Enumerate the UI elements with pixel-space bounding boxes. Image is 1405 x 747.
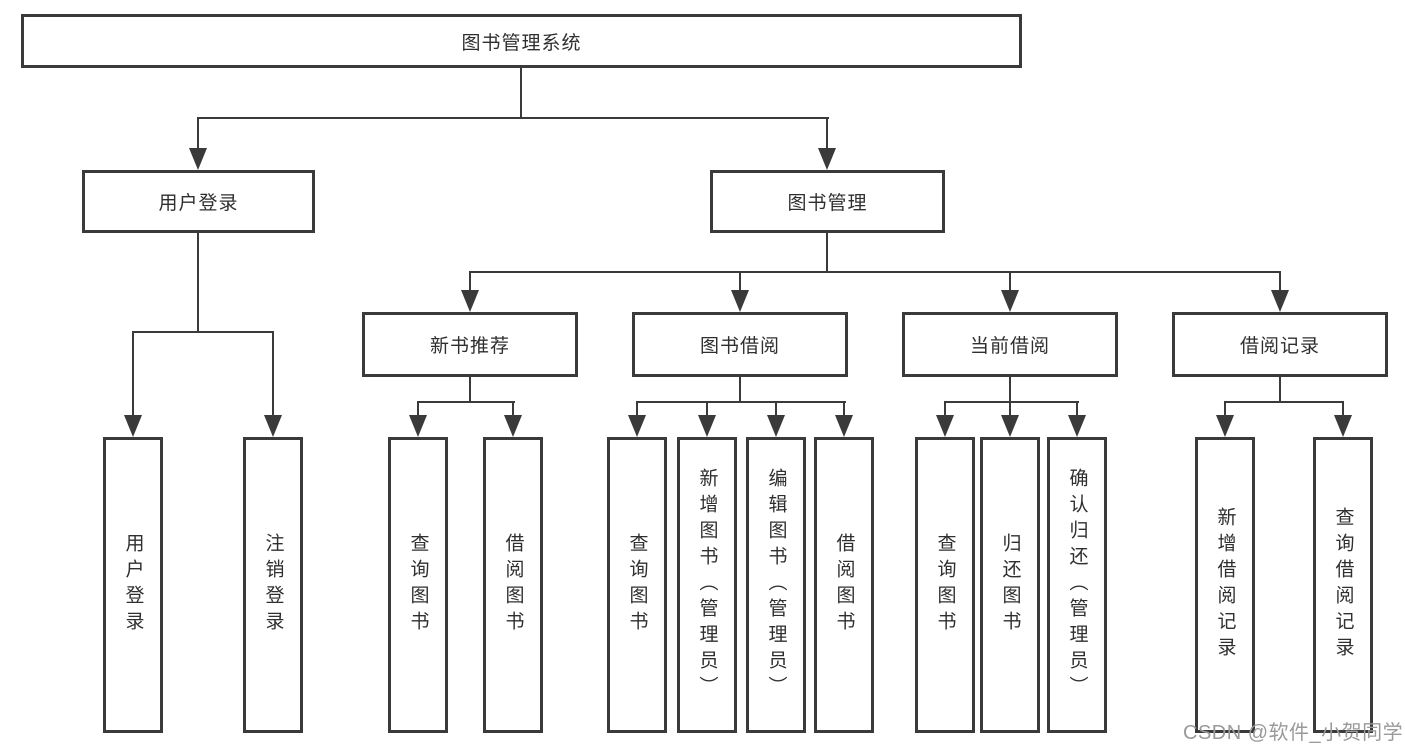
leaf-label: 确认归还（管理员） [1066, 468, 1088, 702]
connector-line [1224, 401, 1344, 403]
node-current-borrow: 当前借阅 [902, 312, 1118, 377]
arrow-down-icon [628, 415, 646, 437]
leaf-label: 编辑图书（管理员） [765, 468, 787, 702]
leaf-label: 查询图书 [407, 533, 429, 637]
leaf-label: 借阅图书 [833, 533, 855, 637]
connector-line [132, 331, 274, 333]
arrow-down-icon [1271, 290, 1289, 312]
connector-line [944, 401, 1079, 403]
connector-line [843, 401, 845, 417]
leaf-label: 查询借阅记录 [1332, 507, 1354, 663]
connector-line [132, 331, 134, 417]
leaf-label: 新增借阅记录 [1214, 507, 1236, 663]
leaf-borrow-books-recommend: 借阅图书 [483, 437, 543, 733]
node-label: 新书推荐 [429, 336, 510, 357]
connector-line [1076, 401, 1078, 417]
connector-line [1009, 401, 1011, 417]
connector-line [197, 117, 829, 119]
arrow-down-icon [461, 290, 479, 312]
connector-line [739, 377, 741, 403]
arrow-down-icon [767, 415, 785, 437]
leaf-user-login: 用户登录 [103, 437, 163, 733]
csdn-watermark: CSDN @软件_小贺同学 [1183, 722, 1404, 744]
connector-line [272, 331, 274, 417]
node-library-system-root: 图书管理系统 [21, 14, 1022, 68]
leaf-label: 归还图书 [999, 533, 1021, 637]
connector-line [1279, 271, 1281, 292]
leaf-label: 注销登录 [262, 533, 284, 637]
connector-line [512, 401, 514, 417]
leaf-query-books-recommend: 查询图书 [388, 437, 448, 733]
connector-line [469, 271, 471, 292]
leaf-query-books-borrow: 查询图书 [607, 437, 667, 733]
leaf-borrow-books: 借阅图书 [814, 437, 874, 733]
leaf-add-borrow-record: 新增借阅记录 [1195, 437, 1255, 733]
leaf-confirm-return-admin: 确认归还（管理员） [1047, 437, 1107, 733]
connector-line [706, 401, 708, 417]
node-label: 图书借阅 [699, 336, 780, 357]
connector-line [944, 401, 946, 417]
leaf-label: 新增图书（管理员） [696, 468, 718, 702]
connector-line [1342, 401, 1344, 417]
arrow-down-icon [409, 415, 427, 437]
leaf-label: 借阅图书 [502, 533, 524, 637]
connector-line [1224, 401, 1226, 417]
leaf-query-books-current: 查询图书 [915, 437, 975, 733]
leaf-label: 用户登录 [122, 533, 144, 637]
arrow-down-icon [504, 415, 522, 437]
leaf-add-books-admin: 新增图书（管理员） [677, 437, 737, 733]
leaf-edit-books-admin: 编辑图书（管理员） [746, 437, 806, 733]
leaf-label: 查询图书 [626, 533, 648, 637]
node-book-management: 图书管理 [710, 170, 945, 233]
leaf-label: 查询图书 [934, 533, 956, 637]
node-user-login: 用户登录 [82, 170, 315, 233]
connector-line [826, 233, 828, 273]
connector-line [1279, 377, 1281, 403]
connector-line [417, 401, 515, 403]
leaf-logout: 注销登录 [243, 437, 303, 733]
connector-line [826, 117, 828, 149]
arrow-down-icon [1001, 290, 1019, 312]
leaf-query-borrow-record: 查询借阅记录 [1313, 437, 1373, 733]
node-label: 图书管理 [787, 193, 868, 214]
node-book-borrow: 图书借阅 [632, 312, 848, 377]
arrow-down-icon [1334, 415, 1352, 437]
connector-line [1009, 377, 1011, 403]
arrow-down-icon [936, 415, 954, 437]
connector-line [1009, 271, 1011, 292]
connector-line [469, 271, 1281, 273]
arrow-down-icon [1068, 415, 1086, 437]
arrow-down-icon [818, 148, 836, 170]
connector-line [417, 401, 419, 417]
connector-line [636, 401, 638, 417]
node-borrow-records: 借阅记录 [1172, 312, 1388, 377]
arrow-down-icon [264, 415, 282, 437]
arrow-down-icon [124, 415, 142, 437]
arrow-down-icon [731, 290, 749, 312]
connector-line [739, 271, 741, 292]
node-new-book-recommend: 新书推荐 [362, 312, 578, 377]
arrow-down-icon [1001, 415, 1019, 437]
node-label: 用户登录 [158, 193, 239, 214]
connector-line [197, 117, 199, 149]
node-label: 借阅记录 [1239, 336, 1320, 357]
connector-line [469, 377, 471, 403]
leaf-return-books: 归还图书 [980, 437, 1040, 733]
connector-line [197, 233, 199, 333]
arrow-down-icon [835, 415, 853, 437]
connector-line [520, 68, 522, 118]
arrow-down-icon [189, 148, 207, 170]
connector-line [636, 401, 846, 403]
arrow-down-icon [1216, 415, 1234, 437]
connector-line [775, 401, 777, 417]
node-label: 当前借阅 [969, 336, 1050, 357]
arrow-down-icon [698, 415, 716, 437]
node-label: 图书管理系统 [461, 32, 582, 54]
